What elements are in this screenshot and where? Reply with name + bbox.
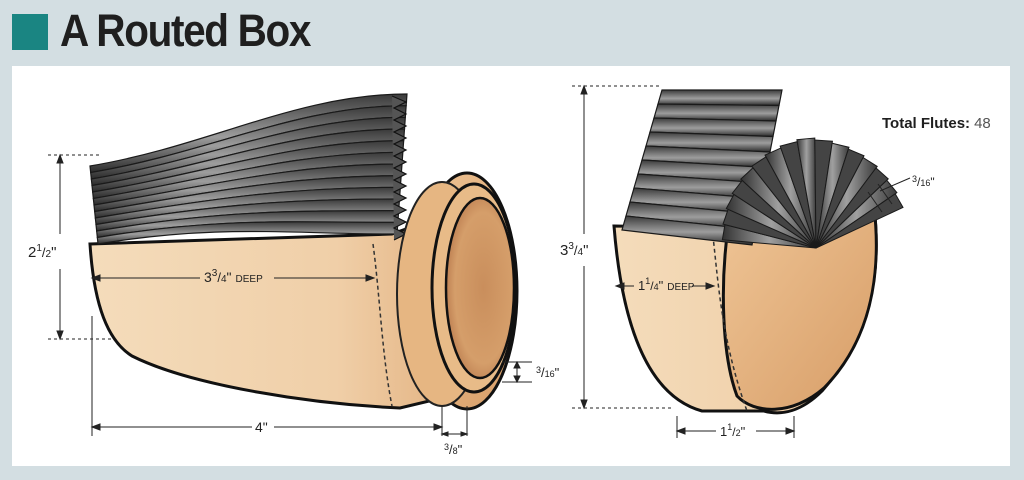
right-box-flute-fan <box>721 137 904 249</box>
left-lip-label: 3/8" <box>444 442 463 457</box>
left-box-flutes <box>89 93 408 245</box>
left-height-label: 21/2" <box>28 243 56 261</box>
page-title: A Routed Box <box>60 5 311 56</box>
left-length-label: 4" <box>255 419 268 435</box>
right-height-label: 33/4" <box>560 241 588 259</box>
right-box-drawing <box>612 89 904 415</box>
left-depth-label: 33/4"DEEP <box>204 268 263 285</box>
total-flutes-label: Total Flutes:48 <box>882 115 991 132</box>
right-flute-label: 3/16" <box>912 174 935 189</box>
routed-box-illustration: 21/2" 33/4"DEEP 4" 3/8" 3/16" <box>28 84 991 457</box>
left-wall-label: 3/16" <box>536 365 560 380</box>
right-depth-label: 11/4"DEEP <box>638 276 695 293</box>
right-width-label: 11/2" <box>720 422 746 439</box>
left-box-drawing <box>88 93 519 411</box>
right-flute-blade <box>815 193 904 249</box>
illustration-panel: 21/2" 33/4"DEEP 4" 3/8" 3/16" <box>12 66 1010 466</box>
left-box-cavity <box>444 196 516 380</box>
title-accent-square <box>12 14 48 50</box>
right-flute-band <box>621 215 756 246</box>
left-box-body <box>88 213 444 410</box>
left-flute-edge <box>391 95 408 241</box>
right-dimensions <box>572 84 911 438</box>
right-flute-band <box>657 89 783 107</box>
left-dimensions <box>48 153 532 437</box>
